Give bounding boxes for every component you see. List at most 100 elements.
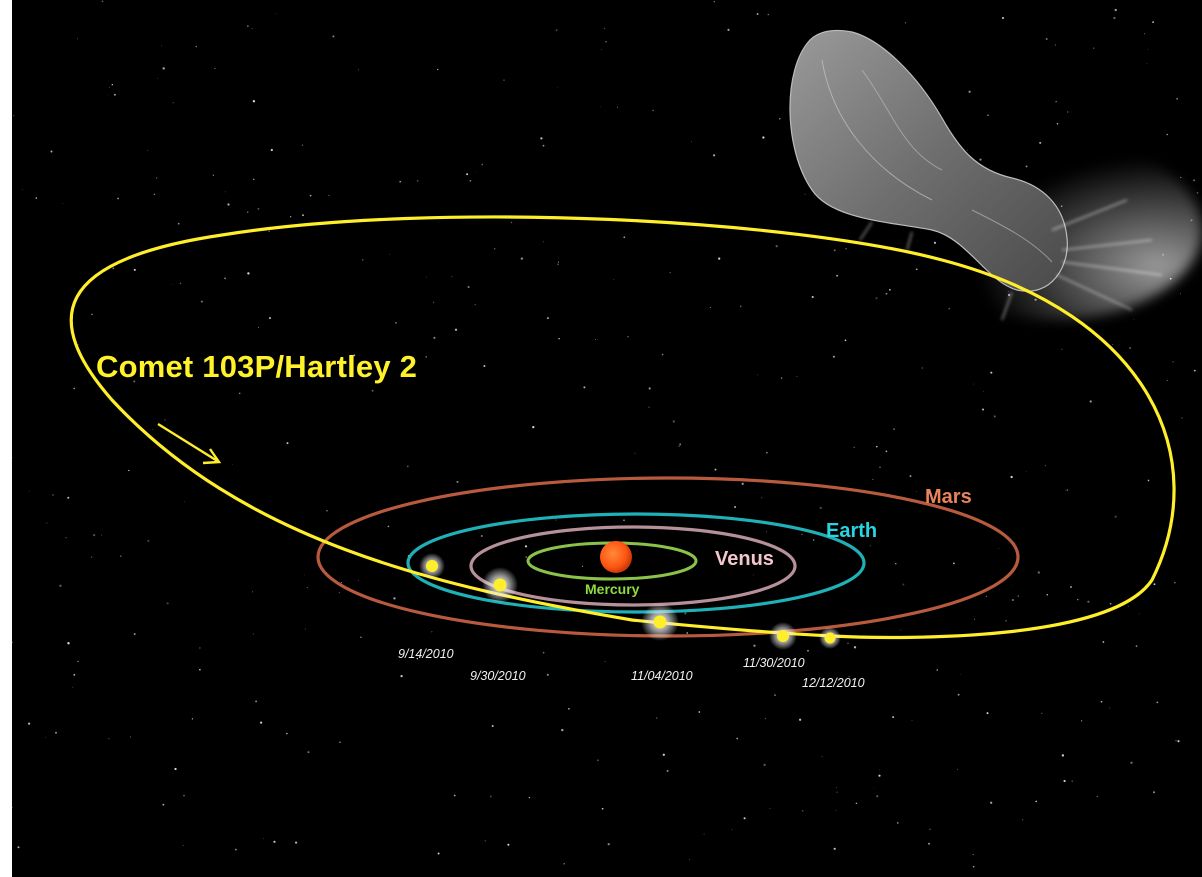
star [561,728,564,732]
star [987,114,989,116]
star [72,686,74,688]
star [1109,602,1112,605]
star [67,642,70,645]
star [253,178,255,180]
star [1093,47,1095,49]
star [679,443,682,446]
star [731,828,733,830]
star [601,807,604,810]
star [247,211,249,213]
star [567,707,570,710]
star [503,79,505,81]
star [1153,583,1156,586]
star [973,383,975,385]
star [765,718,766,720]
star [895,563,897,565]
star [1113,16,1116,20]
star [491,724,494,728]
star [469,179,472,182]
star [12,641,13,644]
star [836,791,838,793]
star [727,28,730,31]
star [911,719,913,721]
star [494,248,496,250]
star [1138,613,1140,615]
star [709,306,712,309]
star [263,838,264,840]
starfield [12,0,1199,868]
star [1114,515,1117,518]
star [1005,619,1008,622]
comet-marker-9-14 [419,553,445,579]
star [304,628,307,630]
star [1001,16,1005,20]
star [437,68,439,71]
star [273,840,276,843]
star [1011,599,1014,601]
star [875,297,878,300]
star [623,236,626,239]
star [806,649,810,652]
star [258,358,261,360]
star [1070,586,1072,588]
star [853,446,855,448]
star [177,222,180,225]
star [93,534,96,537]
star [678,445,680,447]
star [195,45,197,48]
star [875,445,878,448]
star [133,268,136,271]
star [775,245,778,248]
star [1071,780,1073,782]
star [634,452,636,454]
star [1063,779,1066,783]
star [1041,712,1043,714]
star [357,580,359,581]
star [902,583,905,586]
star [112,267,115,270]
star [62,202,64,204]
star [528,796,531,799]
star [247,25,249,27]
star [22,188,24,190]
star [182,845,184,846]
star [762,136,765,139]
star [743,817,746,820]
star [689,858,690,860]
star [1153,791,1155,794]
star [761,497,763,499]
star [1109,707,1111,709]
star [212,174,214,176]
star [232,464,233,466]
star [1089,400,1092,403]
star [1100,700,1103,703]
star [214,67,216,70]
star [703,833,705,835]
star [832,355,835,358]
star [612,279,614,281]
star [734,506,737,508]
star [294,841,298,844]
star [259,721,263,724]
star [1193,369,1196,372]
star [100,534,103,536]
star [467,286,470,289]
star [835,810,837,811]
sun-icon [600,541,632,573]
date-label-12-12: 12/12/2010 [802,676,865,690]
star [1143,33,1145,35]
star [601,48,603,50]
star [431,631,433,633]
star [1176,97,1178,100]
star [896,822,899,824]
star [821,756,823,758]
star [17,846,20,849]
star [286,732,288,735]
star [1067,111,1069,113]
star [1181,417,1183,419]
star [339,741,341,744]
star [466,173,469,176]
star [847,642,849,645]
star [1129,346,1132,349]
star [1035,800,1038,803]
